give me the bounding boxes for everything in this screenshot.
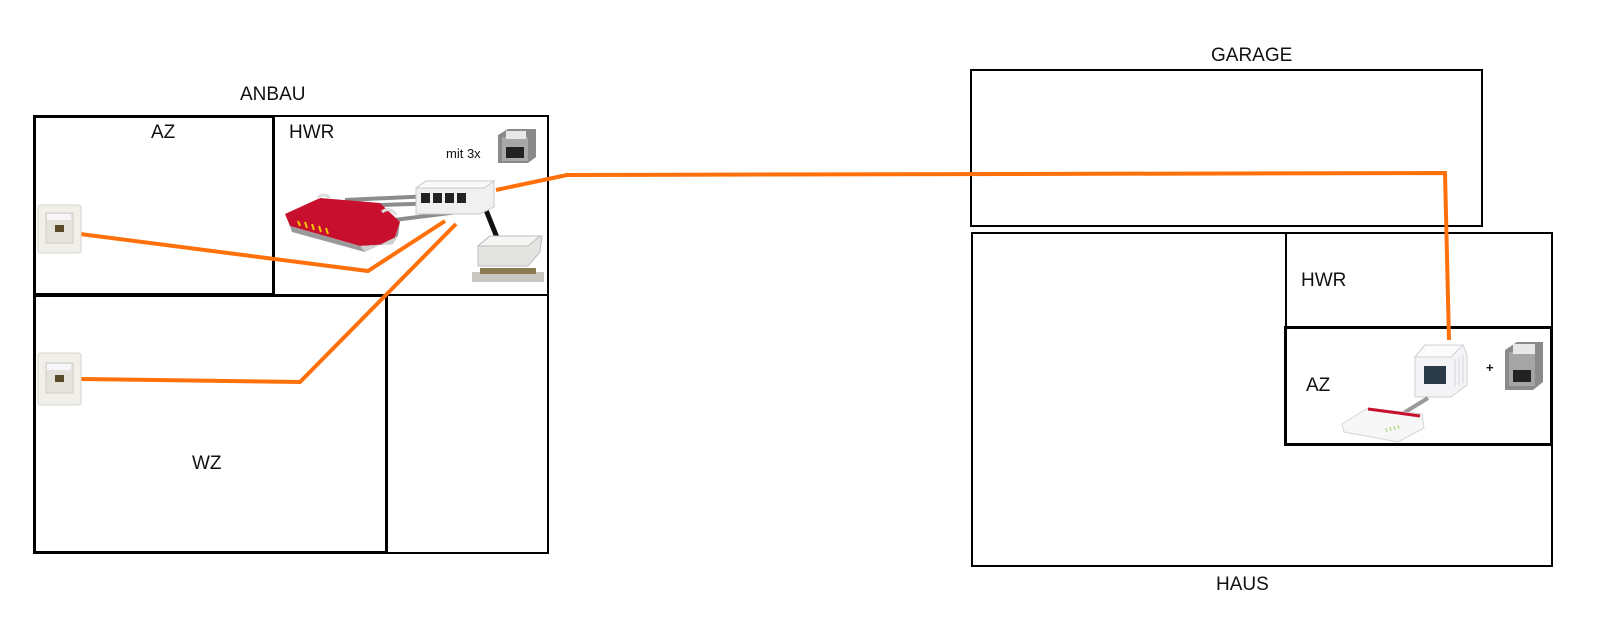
surface-socket-icon [1413,344,1468,398]
keystone-module-icon [498,129,536,163]
room-anbau-unlabeled [386,294,549,554]
grounding-bar-icon [472,235,544,282]
router-icon [285,193,400,252]
building-label-haus: HAUS [1216,574,1269,595]
cable-az-to-patchbox [79,219,447,274]
ethernet-cables [79,170,1451,385]
cable-anbau-to-haus [495,170,1451,341]
room-label-anbau-az: AZ [151,122,176,143]
room-label-anbau-hwr: HWR [289,122,335,143]
wall-socket-icon [37,204,82,254]
wall-socket-icon [37,352,82,406]
patch-panel-icon [414,180,496,215]
room-label-haus-az: AZ [1306,375,1331,396]
room-label-haus-hwr: HWR [1301,270,1347,291]
plus-label: + [1486,360,1494,375]
patch-cable-haus [1400,396,1430,416]
room-haus-az [1284,326,1553,446]
router-icon [1341,407,1425,443]
keystone-count-label: mit 3x [446,146,481,161]
cable-wz-to-patchbox [79,222,458,385]
room-label-anbau-wz: WZ [192,453,222,474]
building-label-garage: GARAGE [1211,45,1293,66]
room-garage [970,69,1483,227]
building-label-anbau: ANBAU [240,84,306,105]
keystone-module-icon [1505,342,1543,390]
